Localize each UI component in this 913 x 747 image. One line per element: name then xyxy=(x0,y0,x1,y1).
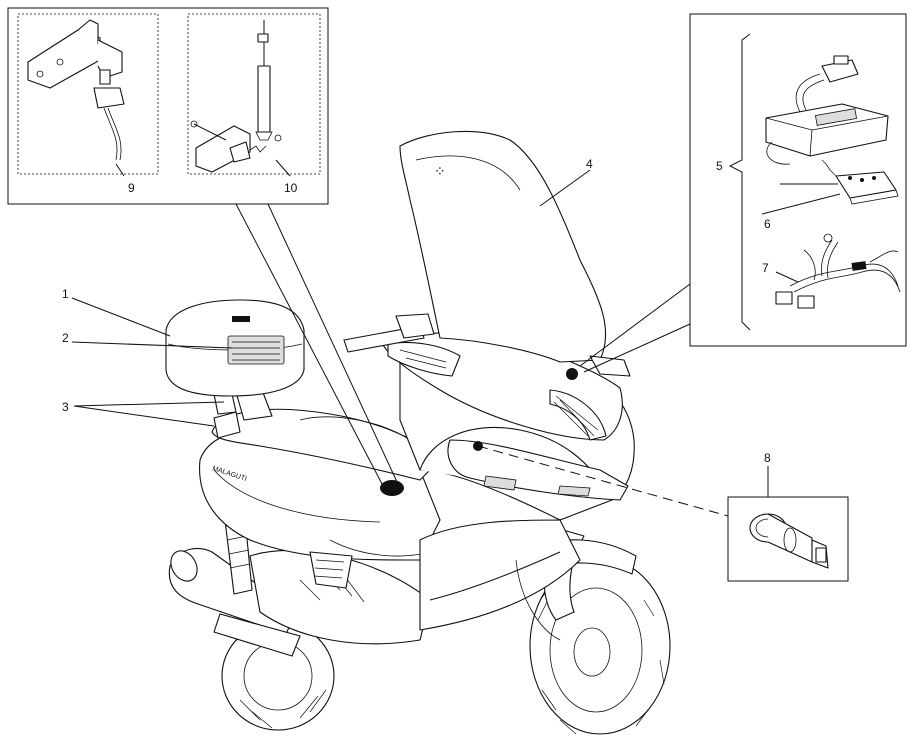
part-6-remote-control xyxy=(821,159,899,205)
callout-labels: 1 2 3 4 5 6 7 8 9 10 xyxy=(62,157,771,465)
windscreen-logo: ⁘ xyxy=(434,163,446,179)
callout-10: 10 xyxy=(284,181,298,195)
part-5-control-unit xyxy=(765,55,889,165)
part-8-power-socket xyxy=(749,513,829,569)
inset-box-9-10 xyxy=(7,7,329,205)
scooter-body: ⁘ MALAGUTI xyxy=(165,130,671,735)
part-9-sensor-bracket xyxy=(27,19,125,161)
callout-6: 6 xyxy=(764,217,771,231)
callout-9: 9 xyxy=(128,181,135,195)
callout-2: 2 xyxy=(62,331,69,345)
part-10-gas-strut-bracket xyxy=(190,20,282,173)
part-7-wiring-harness xyxy=(775,233,901,309)
callout-5: 5 xyxy=(716,159,723,173)
marker-5-6-7 xyxy=(566,368,578,380)
callout-1: 1 xyxy=(62,287,69,301)
marker-9-10 xyxy=(380,480,404,496)
leader-lines xyxy=(71,159,841,517)
callout-7: 7 xyxy=(762,261,769,275)
callout-3: 3 xyxy=(62,400,69,414)
callout-4: 4 xyxy=(586,157,593,171)
callout-8: 8 xyxy=(764,451,771,465)
